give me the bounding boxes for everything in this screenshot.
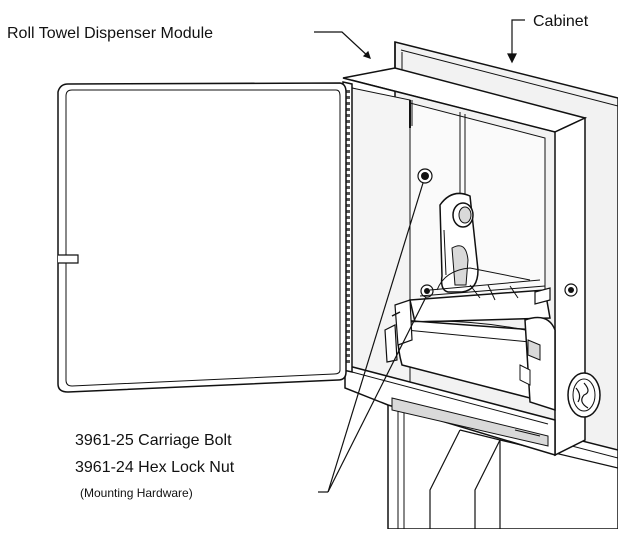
hinge-knuckle (345, 282, 350, 285)
hinge-knuckle (345, 132, 350, 135)
hinge-knuckle (345, 120, 350, 123)
hinge-knuckles (345, 90, 350, 363)
label-cabinet: Cabinet (533, 13, 589, 30)
hinge-knuckle (345, 162, 350, 165)
hinge-knuckle (345, 300, 350, 303)
leader-module-arrow (362, 50, 371, 59)
hinge-knuckle (345, 102, 350, 105)
lever-arm (439, 192, 479, 293)
hinge-knuckle (345, 204, 350, 207)
hinge-knuckle (345, 240, 350, 243)
hinge-knuckle (345, 96, 350, 99)
label-dispenser-module: Roll Towel Dispenser Module (7, 25, 213, 42)
hinge-knuckle (345, 198, 350, 201)
hinge-knuckle (345, 258, 350, 261)
hinge-knuckle (345, 186, 350, 189)
hinge-knuckle (345, 360, 350, 363)
leader-hardware-lower (327, 296, 427, 493)
leader-module (314, 31, 371, 59)
hinge-knuckle (345, 156, 350, 159)
hinge-knuckle (345, 348, 350, 351)
hinge-knuckle (345, 288, 350, 291)
hinge-knuckle (345, 318, 350, 321)
hinge-knuckle (345, 264, 350, 267)
mounting-hole-upper (417, 168, 433, 184)
hinge-knuckle (345, 276, 350, 279)
hinge-knuckle (345, 222, 350, 225)
hinge-knuckle (345, 180, 350, 183)
hinge-knuckle (345, 138, 350, 141)
door (57, 82, 347, 393)
hinge-knuckle (345, 126, 350, 129)
hinge-knuckle (345, 306, 350, 309)
leader-hardware-upper (327, 182, 424, 493)
leader-cabinet (511, 19, 525, 58)
hinge-knuckle (345, 270, 350, 273)
hinge-knuckle (345, 354, 350, 357)
label-carriage-bolt: 3961-25 Carriage Bolt (75, 432, 232, 449)
hinge-knuckle (345, 342, 350, 345)
hinge-knuckle (345, 90, 350, 93)
hinge-knuckle (345, 246, 350, 249)
hinge-knuckle (345, 336, 350, 339)
hinge-knuckle (345, 294, 350, 297)
hinge-knuckle (345, 324, 350, 327)
hinge-knuckle (345, 114, 350, 117)
hinge-knuckle (345, 108, 350, 111)
hinge-knuckle (345, 192, 350, 195)
hinge-knuckle (345, 228, 350, 231)
mounting-hole-lower (420, 284, 434, 298)
hinge-knuckle (345, 330, 350, 333)
hinge-knuckle (345, 174, 350, 177)
hinge-knuckle (345, 150, 350, 153)
hinge-knuckle (345, 216, 350, 219)
leader-lines (314, 19, 525, 493)
hinge-knuckle (345, 168, 350, 171)
hinge-knuckle (345, 144, 350, 147)
advance-knob (567, 372, 601, 418)
hinge-knuckle (345, 252, 350, 255)
leader-cabinet-arrow (507, 53, 517, 64)
label-hex-lock-nut: 3961-24 Hex Lock Nut (75, 459, 235, 476)
hinge-knuckle (345, 312, 350, 315)
hinge-knuckle (345, 210, 350, 213)
hinge-knuckle (345, 234, 350, 237)
label-mounting-hardware: (Mounting Hardware) (80, 486, 193, 500)
